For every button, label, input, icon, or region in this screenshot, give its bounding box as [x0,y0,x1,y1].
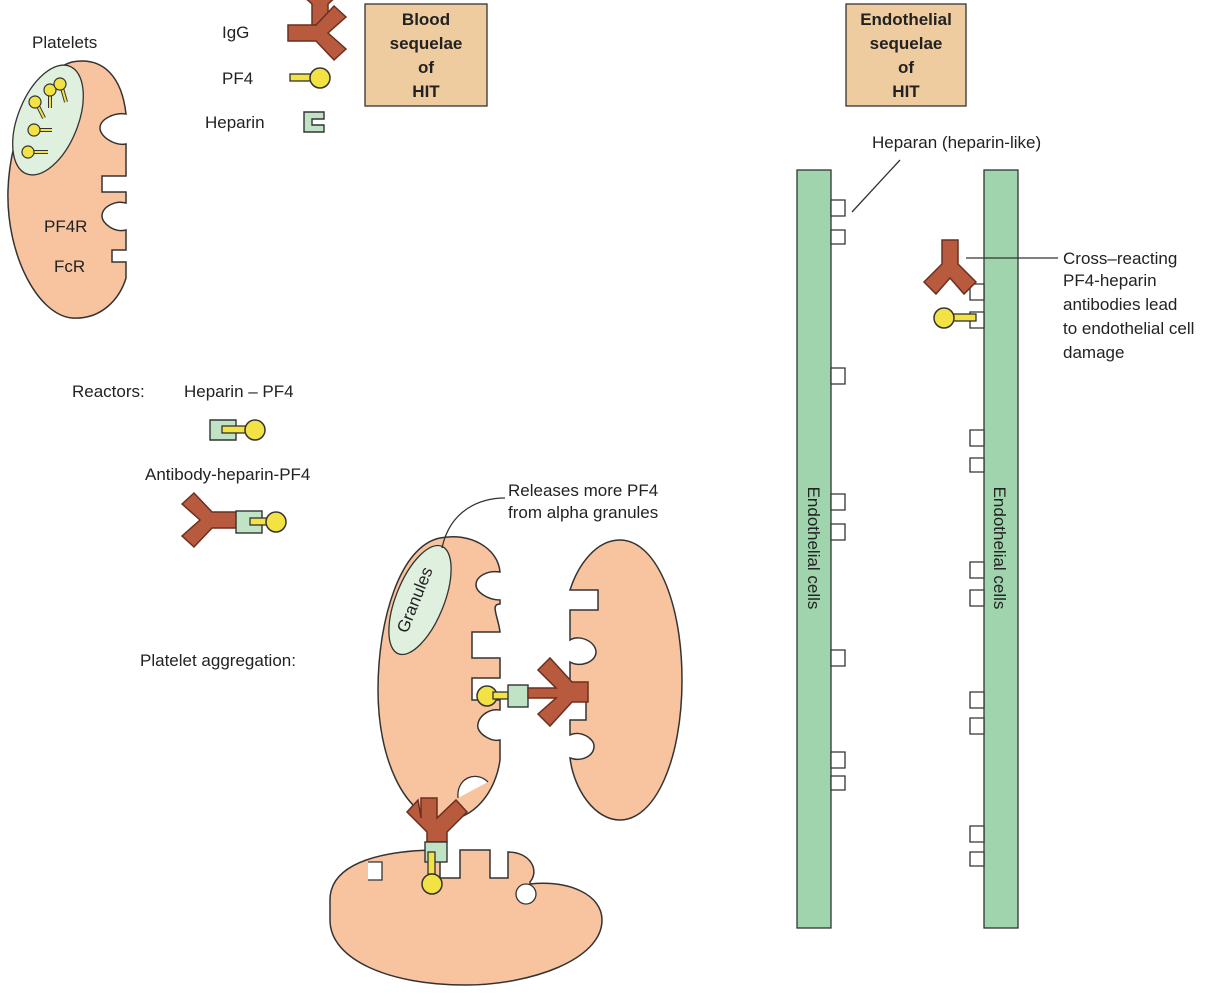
pf4-label: PF4 [222,69,253,88]
igg-antibody-icon [287,4,348,62]
bridging-complex-horizontal [476,656,589,728]
igg-label: IgG [222,23,249,42]
pf4-icon [289,67,331,89]
blood-box-line1: Blood [402,10,450,29]
cross-line5: damage [1063,343,1124,362]
endothelial-pf4 [933,307,977,329]
granule-pf4-5 [28,95,46,119]
release-line2: from alpha granules [508,503,658,522]
endo-box-line3: of [898,58,914,77]
pf4r-label: PF4R [44,217,87,236]
cross-line3: antibodies lead [1063,295,1177,314]
platelets-label: Platelets [32,33,97,52]
granule-pf4-2 [53,77,68,103]
release-line1: Releases more PF4 [508,481,658,500]
endo-box-line1: Endothelial [860,10,952,29]
legend-platelet [7,60,127,319]
endothelial-cells-left-label: Endothelial cells [804,487,823,610]
granule-pf4-1 [43,83,57,108]
heparan-leader-line [851,159,901,213]
heparin-label: Heparin [205,113,265,132]
aggregating-platelet-bottom [329,849,603,986]
cross-line4: to endothelial cell [1063,319,1194,338]
endo-box-line4: HIT [892,82,920,101]
granule-pf4-3 [27,123,52,137]
endo-box-line2: sequelae [870,34,943,53]
blood-box-line2: sequelae [390,34,463,53]
heparan-label: Heparan (heparin-like) [872,133,1041,152]
aggregating-platelet-right [568,539,683,821]
cross-line2: PF4-heparin [1063,271,1157,290]
reactors-label: Reactors: [72,382,145,401]
endothelial-antibody [922,239,978,296]
antibody-complex-label: Antibody-heparin-PF4 [145,465,310,484]
heparin-icon [303,111,325,133]
release-leader-line [441,497,506,549]
aggregation-label: Platelet aggregation: [140,651,296,670]
heparin-pf4-complex [209,419,266,441]
heparin-pf4-label: Heparin – PF4 [184,382,294,401]
aggregating-platelet-left: Granules [377,536,501,821]
endothelial-sequelae-box: Endothelial sequelae of HIT [845,3,967,107]
blood-box-line3: of [418,58,434,77]
endothelial-cells-right-label: Endothelial cells [990,487,1009,610]
endothelial-wall-right: Endothelial cells [969,169,1019,929]
fcr-label: FcR [54,257,85,276]
endothelial-wall-left: Endothelial cells [796,169,846,929]
granule-pf4-4 [21,145,48,159]
blood-box-line4: HIT [412,82,440,101]
blood-sequelae-box: Blood sequelae of HIT [364,3,488,107]
cross-line1: Cross–reacting [1063,249,1177,268]
antibody-heparin-pf4-complex [180,491,287,549]
bridging-complex-vertical [405,797,469,895]
